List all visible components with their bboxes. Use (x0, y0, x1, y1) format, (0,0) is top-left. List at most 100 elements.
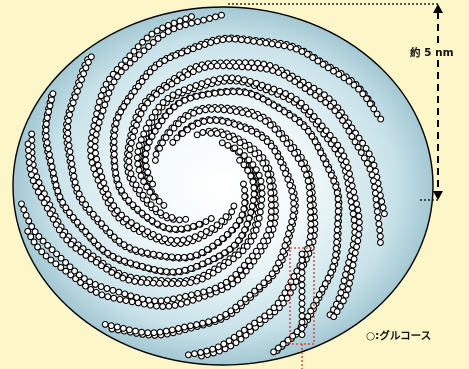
glucose-bead (211, 89, 219, 97)
glucose-bead (135, 142, 143, 150)
glucose-bead (168, 253, 176, 261)
scale-arrow-up-icon (433, 4, 443, 13)
glucose-bead (69, 99, 77, 107)
glucose-bead (113, 323, 121, 331)
glucose-bead (169, 295, 177, 303)
glucose-bead (131, 277, 139, 285)
glucose-bead (332, 251, 340, 259)
glucose-bead (114, 114, 122, 121)
glucose-bead (144, 228, 152, 236)
glucose-bead (346, 279, 353, 287)
glucose-bead (230, 202, 238, 210)
glucose-bead (242, 89, 250, 97)
glucose-bead (252, 79, 260, 87)
glucose-bead (365, 150, 373, 158)
glucose-bead (307, 214, 315, 222)
glucose-bead (298, 287, 306, 295)
glucose-bead (163, 83, 170, 91)
glucose-bead (218, 217, 226, 225)
glucose-bead (286, 74, 294, 82)
glucose-bead (206, 117, 214, 124)
glucose-bead (371, 183, 379, 191)
glucose-bead (335, 70, 343, 78)
glucose-bead (239, 247, 247, 255)
glucose-bead (121, 290, 129, 298)
glucose-bead (57, 254, 65, 262)
glucose-bead (204, 257, 212, 265)
glucose-bead (160, 201, 168, 209)
glucose-bead (321, 280, 329, 288)
glucose-bead (64, 135, 72, 143)
glucose-bead (125, 276, 133, 284)
glucose-bead (92, 149, 99, 157)
glucose-bead (162, 327, 170, 335)
glucose-bead (232, 270, 240, 278)
glucose-bead (360, 154, 368, 162)
glucose-bead (27, 233, 35, 241)
glucose-bead (166, 54, 174, 62)
glucose-bead (190, 109, 198, 117)
glucose-bead (227, 307, 235, 315)
glucose-bead (138, 78, 146, 85)
glucose-bead (113, 207, 121, 215)
glucose-bead (129, 175, 137, 183)
glucose-chains (18, 11, 388, 360)
glucose-bead (125, 197, 133, 204)
glucose-bead (324, 64, 332, 72)
glucose-bead (209, 345, 217, 353)
glucose-bead (298, 312, 306, 320)
glucose-bead (226, 62, 234, 70)
glucose-bead (380, 210, 388, 218)
glucose-bead (127, 139, 135, 147)
glucose-bead (87, 53, 95, 61)
glucose-bead (326, 131, 334, 139)
glucose-bead (137, 278, 145, 286)
glucose-bead (103, 285, 111, 292)
glucose-bead (42, 132, 50, 140)
glucose-bead (80, 70, 88, 78)
glucose-bead (342, 271, 349, 279)
glucose-bead (77, 248, 85, 256)
glucose-bead (240, 180, 247, 188)
glucose-bead (354, 237, 362, 245)
glucose-bead (248, 202, 256, 210)
glucose-bead (76, 81, 83, 89)
glucose-bead (108, 269, 116, 276)
glucose-bead (158, 117, 166, 125)
glucose-bead (246, 146, 254, 154)
glucose-bead (220, 340, 228, 348)
glucose-bead (98, 173, 106, 181)
glucose-bead (201, 41, 209, 48)
glucose-bead (149, 39, 157, 46)
glucose-bead (164, 21, 172, 29)
glucose-bead (240, 205, 248, 213)
glucose-bead (44, 241, 52, 249)
glucose-bead (122, 63, 130, 71)
glucose-bead (267, 214, 275, 222)
glucose-bead (249, 196, 257, 204)
glucose-bead (129, 201, 137, 209)
glucose-bead (207, 39, 215, 46)
glucose-bead (145, 119, 153, 127)
glucose-bead (97, 283, 105, 291)
glucose-bead (275, 130, 283, 138)
glucose-bead (181, 266, 189, 274)
glucose-bead (110, 150, 118, 158)
glucose-bead (304, 245, 312, 253)
glucose-bead (99, 107, 107, 115)
glucose-bead (87, 286, 95, 293)
glucose-bead (370, 177, 377, 185)
glucose-bead (306, 202, 314, 210)
glucose-bead (65, 209, 73, 217)
glucose-bead (24, 227, 32, 235)
glucose-bead (67, 271, 75, 279)
glucose-bead (191, 350, 198, 358)
glucose-bead (269, 67, 277, 75)
glucose-bead (320, 91, 328, 99)
glucose-bead (182, 292, 189, 300)
glucose-bead (170, 25, 178, 33)
glucose-bead (27, 171, 35, 179)
glucose-bead (231, 144, 239, 152)
glucose-bead (187, 322, 194, 330)
glucose-bead (164, 28, 172, 36)
